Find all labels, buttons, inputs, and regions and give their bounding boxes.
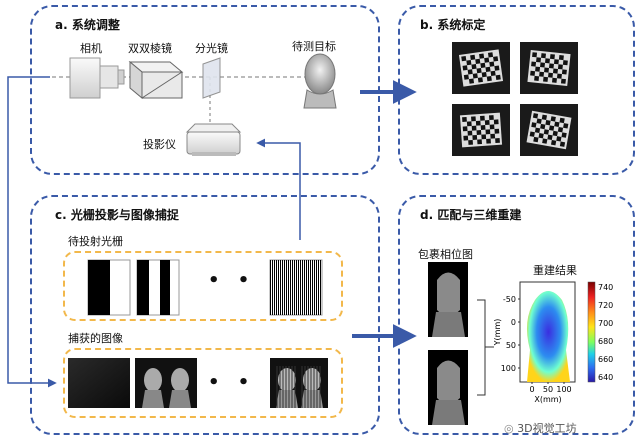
colorbar-tick-label: 720 bbox=[598, 301, 613, 310]
reconstruction-result-label: 重建结果 bbox=[533, 264, 577, 277]
panel-reconstruction bbox=[398, 195, 635, 435]
prism-label: 双双棱镜 bbox=[128, 42, 172, 55]
watermark: ◎ 3D视觉工坊 bbox=[504, 420, 577, 436]
panel-c-title: c. 光栅投影与图像捕捉 bbox=[55, 208, 179, 222]
phase-bracket bbox=[477, 299, 494, 396]
panel-a-title: a. 系统调整 bbox=[55, 18, 120, 32]
x-axis-label: X(mm) bbox=[534, 395, 561, 404]
colorbar-tick-label: 700 bbox=[598, 319, 613, 328]
y-tick-label: 100 bbox=[501, 364, 516, 373]
prism-icon bbox=[128, 60, 184, 100]
colorbar-tick-label: 740 bbox=[598, 283, 613, 292]
y-tick-label: 50 bbox=[506, 341, 516, 350]
panel-grating-capture bbox=[30, 195, 380, 435]
projector-label: 投影仪 bbox=[143, 138, 176, 151]
beam-splitter-icon bbox=[202, 57, 221, 99]
wechat-icon: ◎ bbox=[504, 422, 514, 435]
gratings-label: 待投射光栅 bbox=[68, 235, 123, 248]
colorbar-tick-label: 640 bbox=[598, 373, 613, 382]
checkerboard-image bbox=[520, 104, 578, 156]
colorbar-tick-label: 680 bbox=[598, 337, 613, 346]
y-tick-label: 0 bbox=[511, 318, 516, 327]
wrapped-phase-label: 包裹相位图 bbox=[418, 248, 473, 261]
captured-label: 捕获的图像 bbox=[68, 332, 123, 345]
camera-icon bbox=[69, 57, 125, 99]
projector-icon bbox=[185, 123, 242, 156]
watermark-text: 3D视觉工坊 bbox=[517, 422, 577, 435]
captured-box bbox=[63, 348, 343, 418]
y-tick-label: -50 bbox=[503, 295, 516, 304]
panel-b-title: b. 系统标定 bbox=[420, 18, 486, 32]
x-tick-label: 100 bbox=[556, 385, 571, 394]
calibration-images bbox=[452, 42, 578, 156]
y-axis-label: Y(mm) bbox=[493, 319, 502, 347]
gratings-box bbox=[63, 251, 343, 321]
captured-ellipsis: • • • bbox=[208, 372, 286, 393]
x-tick-label: 50 bbox=[543, 385, 553, 394]
panel-d-title: d. 匹配与三维重建 bbox=[420, 208, 522, 222]
camera-label: 相机 bbox=[80, 42, 102, 55]
splitter-label: 分光镜 bbox=[195, 42, 228, 55]
arrow-gratings-to-projector bbox=[256, 138, 301, 240]
target-label: 待测目标 bbox=[292, 40, 336, 53]
wrapped-phase-images bbox=[428, 262, 468, 425]
arrow-camera-to-capture bbox=[7, 76, 57, 388]
grating-images bbox=[87, 259, 323, 316]
gratings-ellipsis: • • • bbox=[208, 270, 286, 291]
checkerboard-image bbox=[452, 42, 510, 94]
colorbar-tick-label: 660 bbox=[598, 355, 613, 364]
x-tick-label: 0 bbox=[529, 385, 534, 394]
target-bust-icon bbox=[303, 53, 337, 109]
checkerboard-image bbox=[520, 42, 578, 94]
captured-images bbox=[68, 358, 328, 408]
checkerboard-image bbox=[452, 104, 510, 156]
